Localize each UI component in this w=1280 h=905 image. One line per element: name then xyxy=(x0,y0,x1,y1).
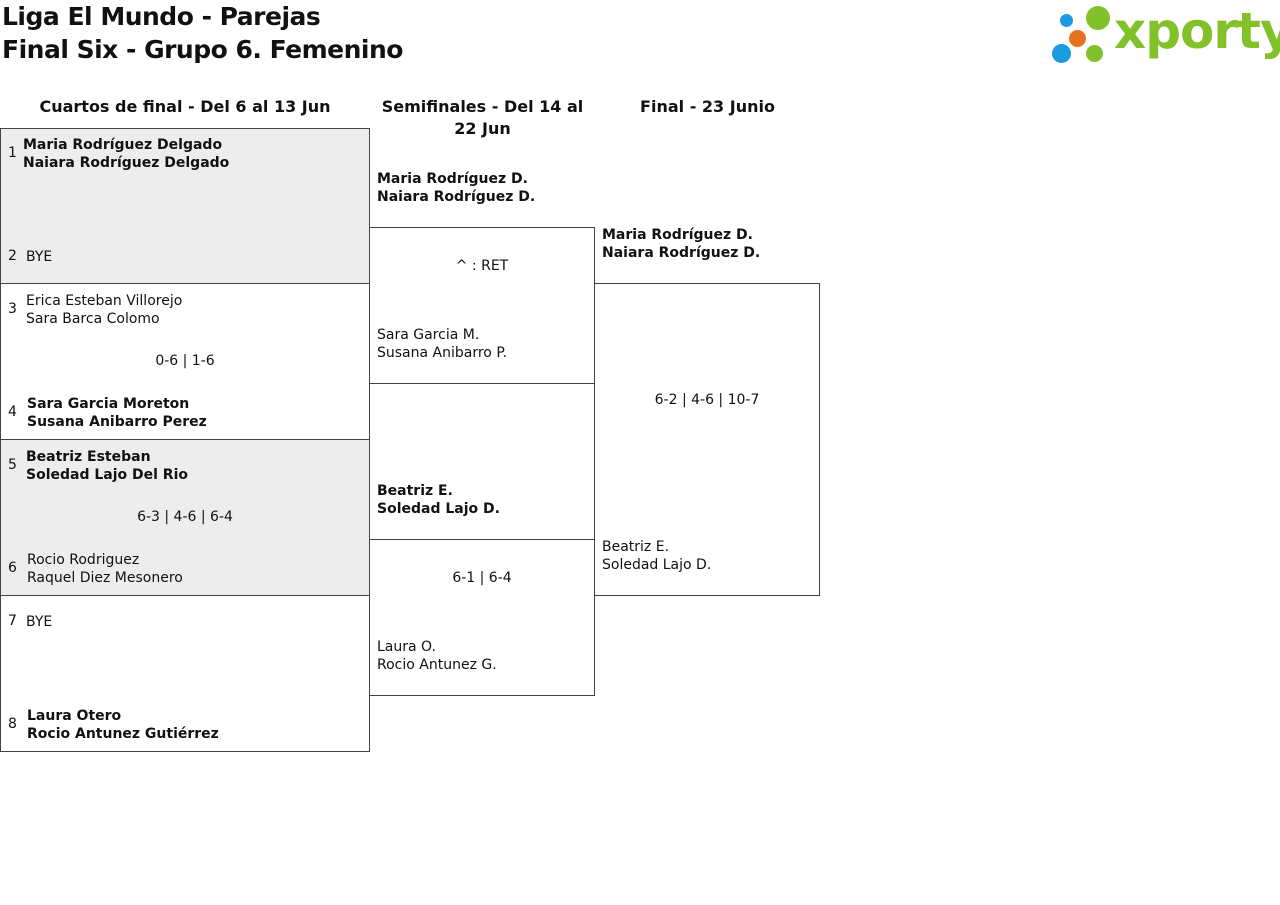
player-name: Naiara Rodríguez D. xyxy=(602,245,761,261)
logo-dot-blue-small xyxy=(1060,14,1073,27)
player-name: Rocio Antunez G. xyxy=(377,657,497,673)
player-name: Rocio Rodriguez xyxy=(27,552,140,568)
player-name: Naiara Rodríguez D. xyxy=(377,189,536,205)
seed-number: 3 xyxy=(8,301,17,317)
player-name: Sara Garcia Moreton xyxy=(27,396,190,412)
player-name: Beatriz E. xyxy=(602,539,670,555)
match-score: 6-1 | 6-4 xyxy=(452,570,512,586)
qf-match-1 xyxy=(0,128,370,284)
final-match xyxy=(594,283,820,596)
match-score: 6-2 | 4-6 | 10-7 xyxy=(654,392,760,408)
seed-number: 1 xyxy=(8,145,17,161)
player-name: BYE xyxy=(26,249,53,265)
logo-wordmark: xporty xyxy=(1114,2,1280,60)
player-name: Sara Garcia M. xyxy=(377,327,480,343)
page-title: Liga El Mundo - Parejas xyxy=(2,2,321,31)
player-name: Maria Rodríguez D. xyxy=(377,171,528,187)
seed-number: 6 xyxy=(8,560,17,576)
player-name: Rocio Antunez Gutiérrez xyxy=(27,726,219,742)
player-name: Beatriz E. xyxy=(377,483,453,499)
logo-dot-blue xyxy=(1052,44,1071,63)
player-name: Sara Barca Colomo xyxy=(26,311,160,327)
player-name: Susana Anibarro P. xyxy=(377,345,508,361)
player-name: Laura Otero xyxy=(27,708,122,724)
round-heading-semifinals: Semifinales - Del 14 al 22 Jun xyxy=(381,97,584,138)
player-name: Soledad Lajo D. xyxy=(377,501,500,517)
player-name: Soledad Lajo Del Rio xyxy=(26,467,189,483)
player-name: Susana Anibarro Perez xyxy=(27,414,207,430)
seed-number: 7 xyxy=(8,613,17,629)
player-name: BYE xyxy=(26,614,53,630)
seed-number: 8 xyxy=(8,716,17,732)
xporty-logo: xporty xyxy=(1050,2,1280,68)
player-name: Naiara Rodríguez Delgado xyxy=(23,155,230,171)
player-name: Beatriz Esteban xyxy=(26,449,151,465)
player-name: Raquel Diez Mesonero xyxy=(27,570,183,586)
logo-dot-orange xyxy=(1069,30,1086,47)
seed-number: 2 xyxy=(8,248,17,264)
seed-number: 4 xyxy=(8,404,17,420)
player-name: Laura O. xyxy=(377,639,436,655)
page-subtitle: Final Six - Grupo 6. Femenino xyxy=(2,35,403,64)
round-heading-quarterfinals: Cuartos de final - Del 6 al 13 Jun xyxy=(39,97,331,116)
round-heading-final: Final - 23 Junio xyxy=(640,97,775,116)
logo-dot-green-small xyxy=(1086,45,1103,62)
qf-match-3 xyxy=(0,439,370,596)
match-score: ^ : RET xyxy=(455,258,509,274)
seed-number: 5 xyxy=(8,457,17,473)
match-score: 0-6 | 1-6 xyxy=(155,353,215,369)
sf-match-2 xyxy=(369,539,595,696)
player-name: Maria Rodríguez D. xyxy=(602,227,753,243)
logo-dot-green xyxy=(1086,6,1110,30)
player-name: Erica Esteban Villorejo xyxy=(26,293,183,309)
match-score: 6-3 | 4-6 | 6-4 xyxy=(137,509,233,525)
player-name: Soledad Lajo D. xyxy=(602,557,712,573)
player-name: Maria Rodríguez Delgado xyxy=(23,137,223,153)
